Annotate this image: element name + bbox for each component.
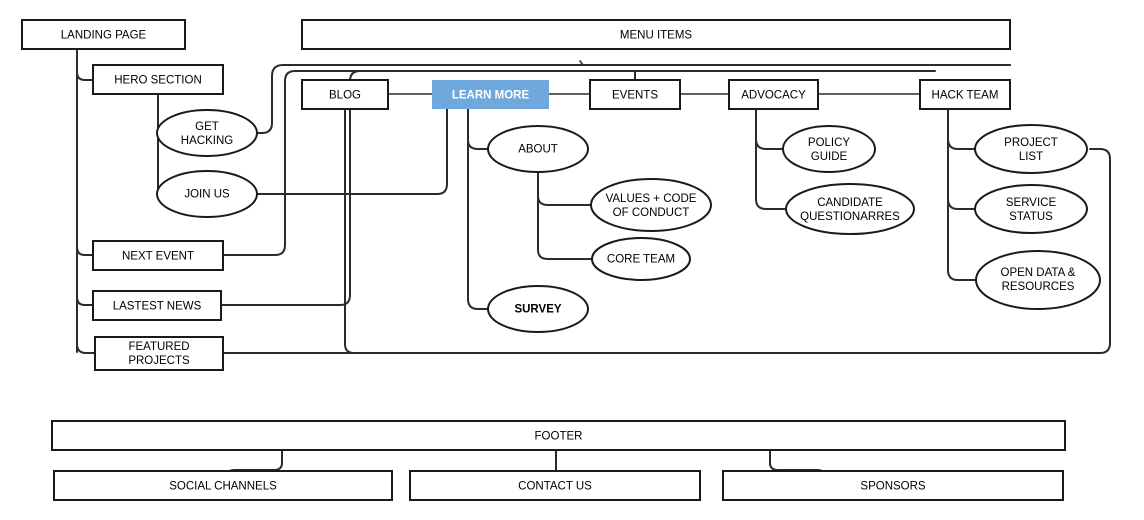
node-contact-us-label: CONTACT US <box>518 481 592 493</box>
node-survey-label: SURVEY <box>514 304 561 316</box>
node-events-label: EVENTS <box>612 90 658 102</box>
node-learn-more[interactable]: LEARN MORE <box>432 80 549 109</box>
node-hack-team[interactable]: HACK TEAM <box>919 79 1011 110</box>
edge-about-trunk <box>537 171 593 260</box>
node-featured-projects-label-line1: FEATURED <box>128 341 189 353</box>
node-values-code-of-conduct[interactable]: VALUES + CODE OF CONDUCT <box>590 178 712 232</box>
node-footer-label: FOOTER <box>535 431 583 443</box>
node-landing-page-label: LANDING PAGE <box>61 30 147 42</box>
node-join-us[interactable]: JOIN US <box>156 170 258 218</box>
node-candidate-label-line1: CANDIDATE <box>817 197 883 209</box>
edge-learn-more-trunk <box>467 108 489 310</box>
edge-featured-projects-to-hack-team <box>222 148 1111 354</box>
node-get-hacking-label-line2: HACKING <box>181 135 233 147</box>
node-service-status-label-line1: SERVICE <box>1006 197 1057 209</box>
edge-landing-to-next-event <box>76 246 94 256</box>
node-get-hacking-label-line1: GET <box>195 121 219 133</box>
node-advocacy-label: ADVOCACY <box>741 90 806 102</box>
node-lastest-news-label: LASTEST NEWS <box>113 301 202 313</box>
node-open-data-resources[interactable]: OPEN DATA & RESOURCES <box>975 250 1101 310</box>
node-learn-more-label: LEARN MORE <box>452 90 530 102</box>
node-about[interactable]: ABOUT <box>487 125 589 173</box>
node-next-event[interactable]: NEXT EVENT <box>92 240 224 271</box>
node-project-list-label-line1: PROJECT <box>1004 137 1058 149</box>
node-values-label-line1: VALUES + CODE <box>606 193 697 205</box>
edge-advocacy-to-policy-guide <box>755 138 787 150</box>
node-next-event-label: NEXT EVENT <box>122 251 194 263</box>
edge-learn-more-to-about <box>467 139 489 150</box>
edge-landing-to-featured-projects <box>76 343 96 354</box>
node-policy-guide[interactable]: POLICY GUIDE <box>782 125 876 173</box>
edge-get-hacking-to-menu-bus <box>256 64 1011 134</box>
node-service-status[interactable]: SERVICE STATUS <box>974 184 1088 234</box>
edge-join-us-to-learn-more-riser <box>256 105 448 195</box>
edge-hack-team-trunk <box>947 108 976 281</box>
node-landing-page[interactable]: LANDING PAGE <box>21 19 186 50</box>
node-about-label: ABOUT <box>518 144 558 156</box>
node-policy-guide-label-line1: POLICY <box>808 137 851 149</box>
node-sponsors[interactable]: SPONSORS <box>722 470 1064 501</box>
node-candidate-questionarres[interactable]: CANDIDATE QUESTIONARRES <box>785 183 915 235</box>
node-survey[interactable]: SURVEY <box>487 285 589 333</box>
node-advocacy[interactable]: ADVOCACY <box>728 79 819 110</box>
node-policy-guide-label-line2: GUIDE <box>811 151 848 163</box>
node-featured-projects-label-line2: PROJECTS <box>128 355 190 367</box>
node-events[interactable]: EVENTS <box>589 79 681 110</box>
node-open-data-label-line1: OPEN DATA & <box>1001 267 1076 279</box>
node-hero-section[interactable]: HERO SECTION <box>92 64 224 95</box>
node-candidate-label-line2: QUESTIONARRES <box>800 211 900 223</box>
node-project-list[interactable]: PROJECT LIST <box>974 124 1088 174</box>
node-footer[interactable]: FOOTER <box>51 420 1066 451</box>
node-open-data-label-line2: RESOURCES <box>1002 281 1075 293</box>
edge-advocacy-trunk <box>755 108 787 210</box>
edge-landing-to-hero <box>76 71 94 81</box>
node-service-status-label-line2: STATUS <box>1009 211 1053 223</box>
node-featured-projects[interactable]: FEATURED PROJECTS <box>94 336 224 371</box>
edge-blog-trunk <box>344 108 355 354</box>
node-core-team-label: CORE TEAM <box>607 254 675 266</box>
node-get-hacking[interactable]: GET HACKING <box>156 109 258 157</box>
node-sponsors-label: SPONSORS <box>860 481 926 493</box>
edge-lastest-news-to-events <box>220 70 361 306</box>
node-hack-team-label: HACK TEAM <box>932 90 999 102</box>
edge-next-event-to-menu-bus <box>222 70 936 256</box>
node-hero-section-label: HERO SECTION <box>114 75 202 87</box>
edge-bus-tick <box>579 60 584 66</box>
node-blog[interactable]: BLOG <box>301 79 389 110</box>
node-project-list-label-line2: LIST <box>1019 151 1043 163</box>
edge-landing-to-lastest-news <box>76 296 94 306</box>
edge-hack-team-to-project-list <box>947 138 976 150</box>
node-contact-us[interactable]: CONTACT US <box>409 470 701 501</box>
node-core-team[interactable]: CORE TEAM <box>591 237 691 281</box>
node-menu-items[interactable]: MENU ITEMS <box>301 19 1011 50</box>
node-social-channels-label: SOCIAL CHANNELS <box>169 481 277 493</box>
node-blog-label: BLOG <box>329 90 361 102</box>
node-values-label-line2: OF CONDUCT <box>613 207 690 219</box>
node-lastest-news[interactable]: LASTEST NEWS <box>92 290 222 321</box>
node-join-us-label: JOIN US <box>184 189 230 201</box>
node-menu-items-label: MENU ITEMS <box>620 30 693 42</box>
edge-about-to-values <box>537 195 593 206</box>
edge-layer <box>76 48 1111 485</box>
edge-hack-team-to-service-status <box>947 198 976 210</box>
node-social-channels[interactable]: SOCIAL CHANNELS <box>53 470 393 501</box>
node-layer: LANDING PAGE MENU ITEMS HERO SECTION BLO… <box>21 19 1101 501</box>
